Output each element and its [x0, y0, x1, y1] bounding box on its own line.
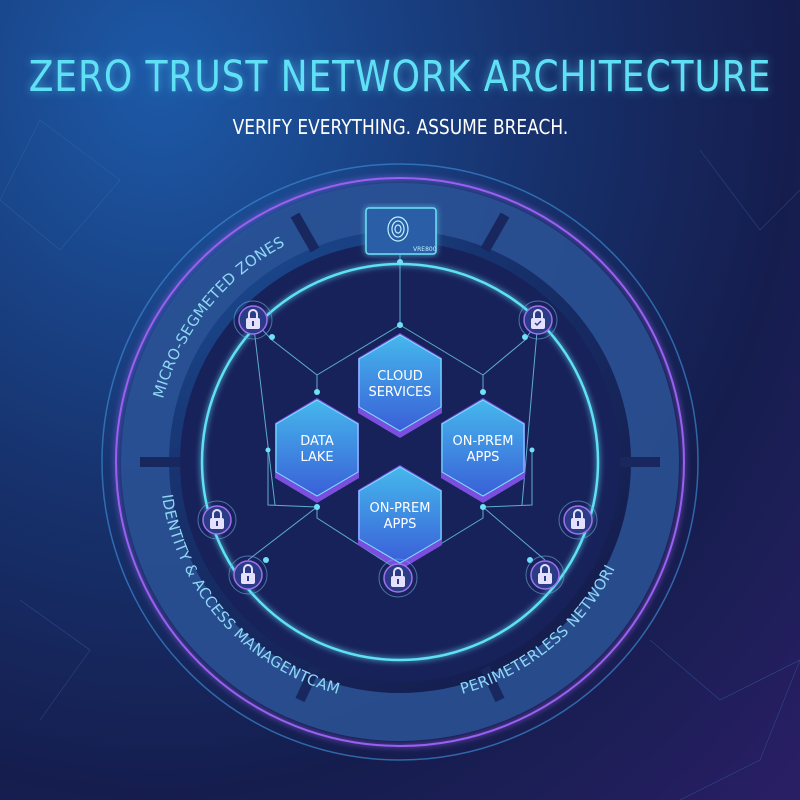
page-subtitle: VERIFY EVERYTHING. ASSUME BREACH. — [232, 115, 568, 139]
node-label-line2: SERVICES — [368, 385, 431, 400]
node-label-line2: APPS — [467, 450, 500, 465]
hex-nodes: CLOUD SERVICES DATA LAKE ON-PREM APPS ON… — [275, 333, 525, 570]
lock-icon — [197, 500, 237, 540]
node-label-line2: LAKE — [300, 450, 333, 465]
node-on-prem-apps-bottom[interactable]: ON-PREM APPS — [358, 465, 442, 570]
fingerprint-scanner: VRE800 — [365, 207, 437, 255]
node-label-line1: ON-PREM — [370, 501, 431, 516]
node-label-line1: CLOUD — [377, 369, 423, 384]
lock-icon — [558, 500, 598, 540]
subtitle-container: VERIFY EVERYTHING. ASSUME BREACH. — [0, 115, 800, 141]
page-title: ZERO TRUST NETWORK ARCHITECTURE — [28, 52, 772, 102]
lock-icon — [525, 555, 565, 595]
outer-purple-circle — [115, 177, 685, 747]
title-container: ZERO TRUST NETWORK ARCHITECTURE — [0, 52, 800, 104]
node-cloud-services[interactable]: CLOUD SERVICES — [358, 333, 442, 438]
node-on-prem-apps[interactable]: ON-PREM APPS — [441, 398, 525, 503]
node-data-lake[interactable]: DATA LAKE — [275, 398, 359, 503]
locks — [197, 300, 598, 598]
ring-dividers — [140, 212, 660, 703]
network-background — [0, 119, 800, 800]
lock-icon — [378, 558, 418, 598]
outer-circle — [101, 163, 699, 761]
node-label-line1: DATA — [300, 434, 334, 449]
check-lock-icon — [518, 300, 558, 340]
node-label-line2: APPS — [384, 517, 417, 532]
lock-icon — [233, 300, 273, 340]
fingerprint-label: VRE800 — [413, 246, 437, 253]
lock-icon — [228, 555, 268, 595]
node-label-line1: ON-PREM — [453, 434, 514, 449]
connection-nodes — [263, 259, 535, 563]
fingerprint-icon — [387, 216, 409, 242]
